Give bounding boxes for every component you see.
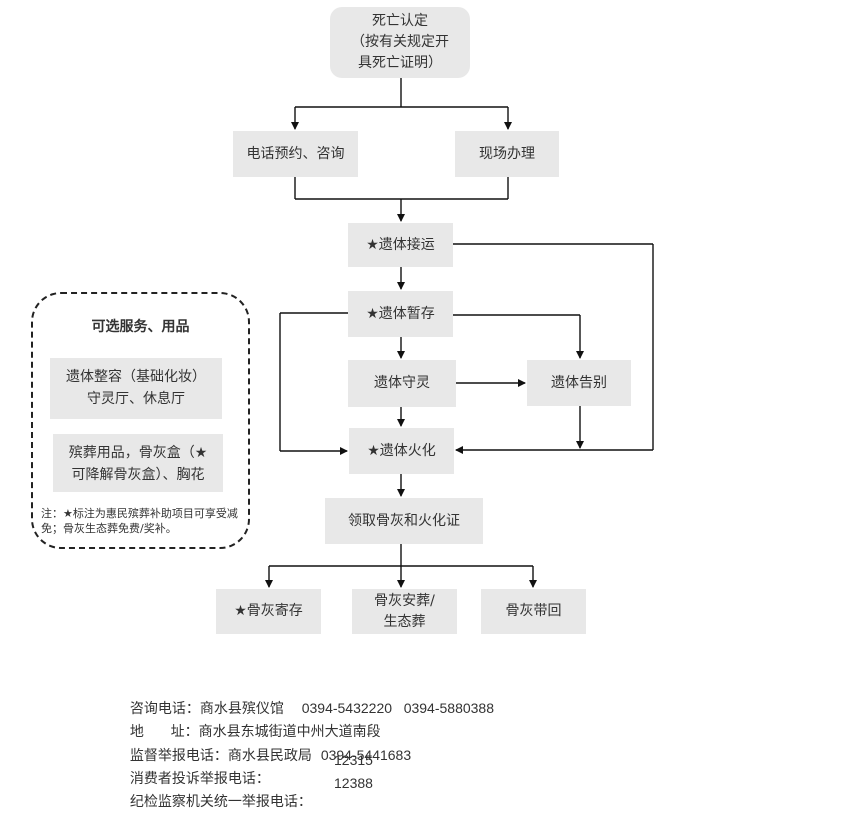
node-onsite: 现场办理	[455, 131, 559, 177]
optional-item-makeup: 遗体整容（基础化妆） 守灵厅、休息厅	[50, 358, 222, 419]
node-ash-burial: 骨灰安葬/ 生态葬	[352, 589, 457, 634]
contact-discipline-value: 12388	[334, 775, 373, 791]
optional-item-makeup-line2: 守灵厅、休息厅	[87, 391, 185, 407]
contact-discipline: 纪检监察机关统一举报电话： 12388	[121, 775, 373, 827]
contact-address-label: 地 址：商水县东城街道中州大道南段	[129, 724, 381, 740]
optional-item-supplies-line1: 殡葬用品，骨灰盒（★	[68, 445, 208, 461]
farewell-label: 遗体告别	[551, 374, 607, 391]
contact-supervision: 监督举报电话：商水县民政局 0394-5441683	[121, 729, 411, 765]
death-cert-line1: 死亡认定	[372, 13, 428, 29]
node-cremation: ★遗体火化	[349, 428, 454, 474]
node-vigil: 遗体守灵	[348, 360, 456, 407]
node-body-storage: ★遗体暂存	[348, 291, 453, 337]
ash-burial-line1: 骨灰安葬/	[374, 592, 435, 609]
body-transport-label: ★遗体接运	[366, 236, 435, 253]
node-farewell: 遗体告别	[527, 360, 631, 406]
optional-item-supplies: 殡葬用品，骨灰盒（★ 可降解骨灰盒）、胸花	[53, 434, 223, 492]
vigil-label: 遗体守灵	[374, 375, 430, 391]
node-death-certification: 死亡认定 （按有关规定开 具死亡证明）	[330, 7, 470, 78]
optional-item-makeup-line1: 遗体整容（基础化妆）	[66, 369, 206, 385]
cremation-label: ★遗体火化	[367, 442, 436, 459]
node-body-transport: ★遗体接运	[348, 223, 453, 267]
ash-deposit-label: ★骨灰寄存	[234, 603, 303, 619]
onsite-label: 现场办理	[479, 145, 535, 162]
optional-item-supplies-line2: 可降解骨灰盒）、胸花	[71, 467, 205, 483]
contact-consumer-label: 消费者投诉举报电话：	[129, 771, 270, 787]
node-ash-take-home: 骨灰带回	[481, 589, 586, 634]
phone-booking-label: 电话预约、咨询	[246, 145, 345, 162]
contact-consult-label: 咨询电话：商水县殡仪馆	[129, 701, 284, 717]
death-cert-line3: 具死亡证明）	[358, 55, 442, 71]
contact-supervision-label: 监督举报电话：商水县民政局	[129, 748, 312, 764]
node-phone-booking: 电话预约、咨询	[233, 131, 358, 177]
node-ash-deposit: ★骨灰寄存	[216, 589, 321, 634]
node-collect-ashes: 领取骨灰和火化证	[325, 498, 483, 544]
body-storage-label: ★遗体暂存	[366, 305, 435, 322]
optional-services-title: 可选服务、用品	[91, 319, 190, 335]
optional-note: 注：★标注为惠民殡葬补助项目可享受减免；骨灰生态葬免费/奖补。	[41, 507, 238, 535]
ash-burial-line2: 生态葬	[383, 613, 426, 630]
contact-consumer-value: 12315	[334, 752, 373, 768]
optional-services-panel: 可选服务、用品 遗体整容（基础化妆） 守灵厅、休息厅 殡葬用品，骨灰盒（★ 可降…	[31, 292, 250, 549]
contact-consult-value: 0394-5432220 0394-5880388	[301, 700, 495, 716]
ash-take-home-label: 骨灰带回	[505, 603, 562, 619]
contact-discipline-label: 纪检监察机关统一举报电话：	[129, 794, 312, 810]
contact-consumer: 消费者投诉举报电话： 12315	[121, 752, 373, 804]
contact-consult: 咨询电话：商水县殡仪馆 0394-5432220 0394-5880388	[121, 682, 494, 718]
collect-ashes-label: 领取骨灰和火化证	[348, 512, 460, 529]
death-cert-line2: （按有关规定开	[351, 34, 449, 50]
contact-supervision-value: 0394-5441683	[320, 747, 412, 763]
contact-address: 地 址：商水县东城街道中州大道南段	[121, 705, 381, 741]
